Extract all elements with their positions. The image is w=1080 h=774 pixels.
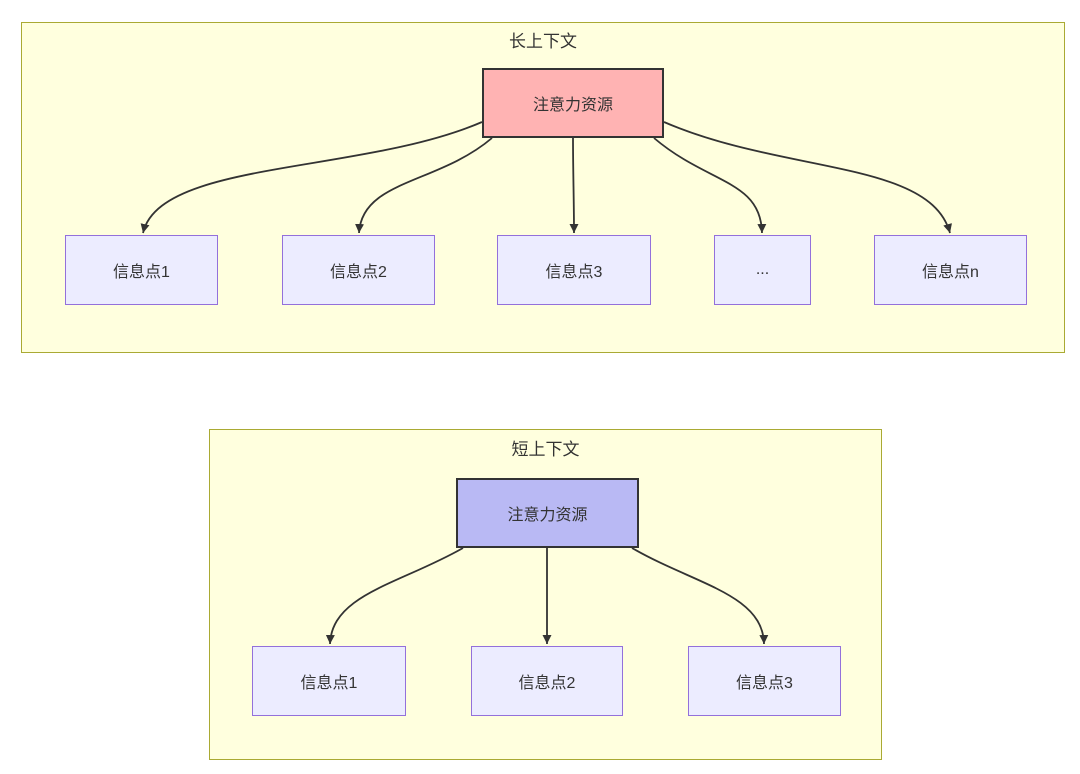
short-info-node-2: 信息点2 — [471, 646, 623, 716]
short-info-node-1: 信息点1 — [252, 646, 406, 716]
short-attention-resource-node: 注意力资源 — [456, 478, 639, 548]
long-attention-resource-node: 注意力资源 — [482, 68, 664, 138]
long-context-title: 长上下文 — [509, 32, 577, 51]
short-context-title: 短上下文 — [511, 440, 580, 459]
short-info-node-3: 信息点3 — [688, 646, 841, 716]
long-info-node-2: 信息点2 — [282, 235, 435, 305]
long-info-node-ellipsis: ... — [714, 235, 811, 305]
long-info-node-3: 信息点3 — [497, 235, 651, 305]
long-info-node-1: 信息点1 — [65, 235, 218, 305]
long-info-node-n: 信息点n — [874, 235, 1027, 305]
